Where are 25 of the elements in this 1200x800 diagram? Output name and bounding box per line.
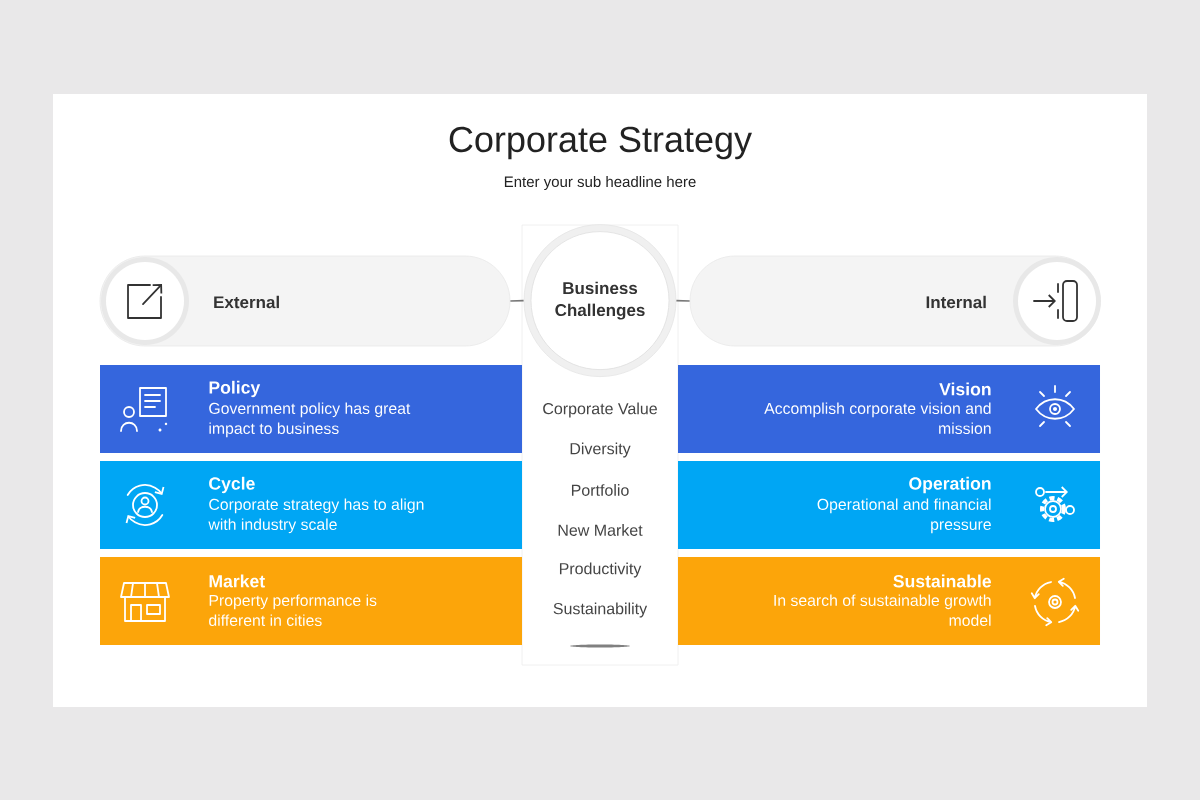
list-item: Portfolio — [572, 484, 629, 496]
band-heading: Policy — [209, 380, 261, 398]
band-heading: Market — [209, 574, 265, 588]
title: Corporate Strategy — [449, 126, 752, 160]
band-description: Accomplish corporate vision and mission — [764, 402, 991, 434]
connector-line — [675, 299, 691, 302]
band-description: Operational and financial pressure — [817, 498, 991, 534]
list-item: Sustainability — [553, 602, 648, 618]
pill-label: Internal — [926, 295, 986, 309]
list-item: New Market — [558, 524, 643, 536]
band-description: Property performance is different in cities — [209, 594, 377, 626]
subtitle: Enter your sub headline here — [504, 176, 696, 190]
band-heading: Cycle — [209, 476, 255, 494]
pill-label: External — [214, 295, 279, 309]
band-heading: Operation — [909, 476, 991, 494]
band-heading: Sustainable — [893, 574, 991, 588]
band-description: In search of sustainable growth model — [774, 594, 991, 626]
list-item: Diversity — [570, 442, 631, 458]
band-description: Government policy has great impact to business — [209, 402, 411, 438]
circle-label: Business Challenges — [555, 281, 645, 320]
band-description: Corporate strategy has to align with industry scale — [208, 498, 424, 534]
list-item: Productivity — [560, 562, 642, 578]
list-item: Corporate Value — [543, 402, 657, 418]
band-heading: Vision — [939, 382, 991, 396]
connector-line — [509, 299, 525, 302]
